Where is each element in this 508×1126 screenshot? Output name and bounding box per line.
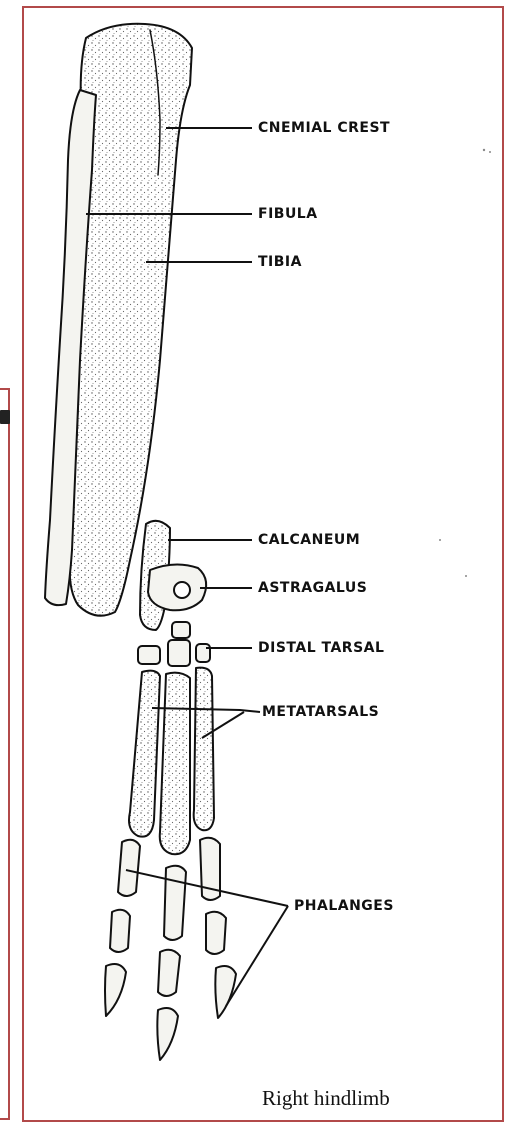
metatarsal-bone-2 [160, 673, 190, 855]
phalanx-1-2 [110, 910, 130, 952]
label-metatarsals: METATARSALS [262, 704, 379, 720]
distal-tarsal-bone-1 [138, 646, 160, 664]
claw-1 [105, 964, 126, 1016]
distal-tarsal-bone-2 [168, 640, 190, 666]
metatarsal-bone-3 [194, 668, 214, 831]
claw-2 [157, 1008, 178, 1060]
phalanx-3-2 [206, 912, 226, 954]
label-distal-tarsal: DISTAL TARSAL [258, 640, 384, 656]
distal-tarsal-bone-3 [196, 644, 210, 662]
label-calcaneum: CALCANEUM [258, 532, 360, 548]
leader-phalanges-2 [226, 906, 288, 1006]
figure-caption: Right hindlimb [262, 1086, 390, 1111]
claw-3 [215, 966, 236, 1018]
phalanx-2-2 [158, 950, 180, 996]
label-astragalus: ASTRAGALUS [258, 580, 367, 596]
label-tibia: TIBIA [258, 254, 302, 270]
metatarsal-bone-1 [129, 671, 160, 837]
label-fibula: FIBULA [258, 206, 318, 222]
phalanx-1-1 [118, 840, 140, 896]
phalanx-2-1 [164, 866, 186, 940]
label-phalanges: PHALANGES [294, 898, 394, 914]
label-cnemial-crest: CNEMIAL CREST [258, 120, 390, 136]
